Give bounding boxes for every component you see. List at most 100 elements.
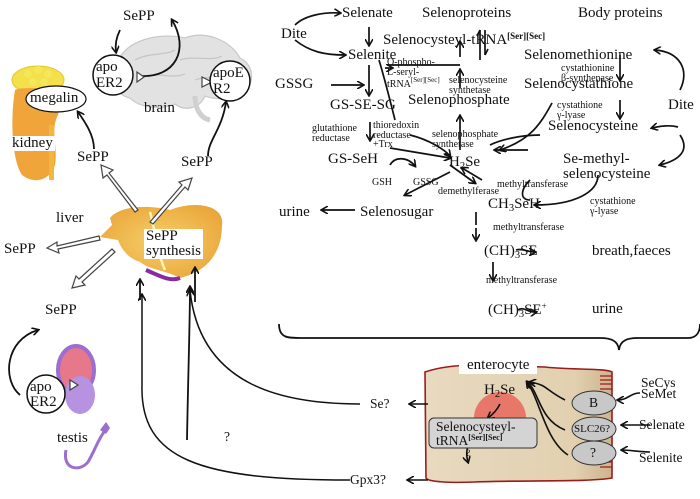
liver-label: liver — [56, 210, 84, 226]
enterocyte-h2se: H2Se — [484, 383, 515, 401]
unknown-pathway-label: ? — [224, 429, 230, 444]
ch3-3se-sub: 3 — [514, 250, 521, 261]
enterocyte-brace — [278, 323, 700, 351]
apoer2-part1: apo — [96, 59, 118, 75]
apoer2-testis-part1: apo — [30, 379, 52, 395]
ch3-3se-plus-se: SE — [524, 302, 542, 318]
sec-trna-box-shape — [428, 417, 538, 449]
thio-reductase-part2: reductase — [373, 129, 411, 141]
selenate: Selenate — [342, 5, 393, 21]
se-methyl-part2: selenocysteine — [563, 166, 651, 182]
selenoproteins: Selenoproteins — [422, 5, 512, 21]
sec-trna-base: Selenocysteyl-tRNA — [383, 32, 508, 48]
glut-reductase-part2: reductase — [312, 132, 350, 144]
ch3-3se-ch: (CH) — [484, 243, 515, 259]
ent-h2se-h: H — [484, 382, 495, 398]
output-se: Se? — [370, 396, 390, 411]
ch3seh-sub: 3 — [508, 203, 515, 214]
ch3seh-ch: CH — [488, 196, 509, 212]
ch3seh-seh: SeH — [514, 196, 540, 212]
dite-left: Dite — [281, 26, 307, 42]
urine-left: urine — [279, 204, 310, 220]
selenophosphate: Selenophosphate — [408, 92, 510, 108]
sepp-synthesis-part1: SePP — [146, 228, 178, 244]
methyltransferase-2: methyltransferase — [493, 222, 565, 233]
transporter-unknown-shape — [571, 440, 617, 466]
selenocystathione: Selenocystathione — [524, 76, 634, 92]
metabolism-arrows — [294, 13, 685, 312]
selenite: Selenite — [348, 47, 397, 63]
input-semet: SeMet — [641, 385, 677, 401]
h2se-se: Se — [465, 154, 481, 170]
se-methyl-part1: Se-methyl- — [563, 151, 630, 167]
apoer2-brain-right-circle — [209, 60, 251, 102]
ent-sec-trna-part1: Selenocysteyl- — [436, 419, 516, 434]
body-proteins: Body proteins — [578, 5, 663, 21]
transporter-b: B — [589, 395, 599, 410]
ch3-3se-plus-ch: (CH) — [488, 302, 519, 318]
enterocyte-label: enterocyte — [459, 357, 538, 374]
selenocysteine: Selenocysteine — [548, 118, 638, 134]
sepp-brain: SePP — [181, 154, 213, 170]
brain-label: brain — [144, 100, 175, 116]
apoer2-right-part1: apoE — [213, 65, 244, 81]
gssg-bottom: GSSG — [413, 177, 439, 188]
h2se: H2Se — [449, 155, 480, 173]
cgl2-part2: γ-lyase — [590, 205, 619, 217]
ophospho-part1: O-phospho- — [387, 57, 435, 68]
apoer2-part2: ER2 — [96, 74, 123, 91]
ch3-3se-plus: (CH)3SE+ — [488, 302, 547, 321]
sepp-synthesis-part2: synthesis — [146, 243, 202, 259]
cgl2-part1: cystathione — [590, 196, 636, 207]
enterocyte-arrows — [408, 382, 651, 480]
cgl1-part1: cystathione — [557, 100, 603, 111]
sec-synthetase-part1: selenocysteine — [449, 75, 508, 86]
methyltransferase-3: methyltransferase — [486, 275, 558, 286]
cbs-part2: β-synthenase — [561, 72, 614, 84]
ent-h2se-sub: 2 — [494, 389, 501, 400]
ch3-3se-plus-sup: + — [541, 301, 547, 311]
ophospho-label: O-phospho-L-seryl-tRNA[Ser][Sec] — [387, 58, 440, 90]
breath-faeces: breath,faeces — [592, 243, 671, 259]
ch3-3se-plus-sub: 3 — [518, 309, 525, 320]
gs-se-sg: GS-SE-SG — [330, 97, 396, 113]
sec-trna-sup: [Ser][Sec] — [507, 31, 546, 41]
sec-synthetase-part2: synthetase — [449, 84, 491, 96]
gsh: GSH — [372, 177, 393, 188]
dite-right: Dite — [668, 97, 694, 113]
kidney-illustration — [11, 65, 65, 181]
h2se-h: H — [449, 154, 460, 170]
sepp-circulation: SePP — [4, 241, 36, 257]
ophospho-sup: [Ser][Sec] — [410, 76, 440, 84]
sec-trna: Selenocysteyl-tRNA[Ser][Sec] — [383, 32, 545, 48]
sp-synthetase-part1: selenophosphate — [432, 129, 499, 140]
ent-sec-trna-part2: tRNA — [436, 432, 469, 448]
se-methyl-selenocysteine: Se-methyl-selenocysteine — [563, 152, 650, 182]
transporter-slc26: SLC26? — [574, 423, 611, 435]
sepp-brain-top: SePP — [123, 8, 155, 24]
kidney-label: kidney — [10, 135, 55, 151]
transporter-b-shape — [571, 390, 617, 416]
methyltransferase-1: methyltransferase — [497, 179, 569, 190]
hollow-arrows — [45, 70, 214, 392]
demethylferase: demethylferase — [438, 186, 500, 197]
enterocyte-sec-trna: Selenocysteyl-tRNA[Ser][Sec] — [436, 420, 515, 447]
cgl1-part2: γ-lyase — [557, 109, 586, 121]
sp-synthetase-part2: synthetase — [432, 138, 474, 150]
megalin-label: megalin — [30, 90, 79, 106]
gssg-top: GSSG — [275, 76, 314, 92]
sepp-kidney: SePP — [77, 149, 109, 165]
ent-h2se-se: Se — [500, 382, 516, 398]
